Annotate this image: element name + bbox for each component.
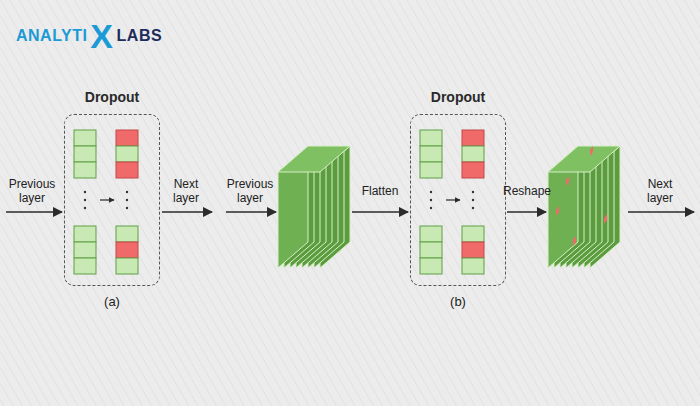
layer-label: Next layer xyxy=(161,177,211,205)
dropped-neuron xyxy=(116,162,138,178)
dropout-box: Dropout xyxy=(410,114,506,286)
neuron xyxy=(420,258,442,274)
ellipsis-dot xyxy=(472,199,474,201)
flow-arrow xyxy=(6,211,62,213)
box-heading: Dropout xyxy=(431,89,485,105)
neuron xyxy=(462,226,484,242)
neuron xyxy=(462,146,484,162)
neuron xyxy=(420,146,442,162)
stack-top xyxy=(278,146,350,172)
neuron xyxy=(116,146,138,162)
ellipsis-dot xyxy=(84,199,86,201)
mini-arrow xyxy=(446,199,460,200)
feature-map-stack xyxy=(548,146,620,268)
neuron xyxy=(420,226,442,242)
layer-label: Next layer xyxy=(634,177,686,205)
dropped-neuron xyxy=(116,242,138,258)
neuron xyxy=(74,226,96,242)
dropout-box: Dropout xyxy=(64,114,160,286)
dropped-neuron xyxy=(116,130,138,146)
flow-arrow xyxy=(507,211,546,213)
flow-arrow xyxy=(628,211,694,213)
neuron xyxy=(74,146,96,162)
ellipsis-dot xyxy=(430,191,432,193)
feature-map-stack xyxy=(278,146,350,268)
neuron xyxy=(116,258,138,274)
neuron xyxy=(420,242,442,258)
neuron xyxy=(462,258,484,274)
dropped-neuron xyxy=(462,130,484,146)
logo-text: LABS xyxy=(117,27,163,45)
ellipsis-dot xyxy=(126,191,128,193)
dropped-neuron xyxy=(462,162,484,178)
dropped-value xyxy=(573,236,576,246)
neuron-column xyxy=(116,130,138,274)
neuron xyxy=(74,258,96,274)
logo-text: ANALYTI xyxy=(16,27,87,45)
dropped-value xyxy=(590,146,593,156)
neuron xyxy=(420,130,442,146)
flow-arrow xyxy=(162,211,212,213)
neuron xyxy=(116,226,138,242)
neuron xyxy=(74,242,96,258)
dropped-value xyxy=(556,206,559,216)
layer-label: Previous layer xyxy=(4,177,60,205)
dropped-value xyxy=(566,176,569,186)
operation-label: Flatten xyxy=(352,184,408,198)
ellipsis-dot xyxy=(84,207,86,209)
ellipsis-dot xyxy=(126,207,128,209)
logo: ANALYTIXLABS xyxy=(16,18,165,54)
neuron-column xyxy=(420,130,442,274)
ellipsis-dot xyxy=(472,191,474,193)
stack-top xyxy=(548,146,620,172)
neuron xyxy=(74,162,96,178)
box-heading: Dropout xyxy=(85,89,139,105)
neuron xyxy=(74,130,96,146)
subfigure-label: (b) xyxy=(438,294,478,309)
dropped-value xyxy=(604,214,607,224)
mini-arrow xyxy=(100,199,114,200)
ellipsis-dot xyxy=(126,199,128,201)
neuron-column xyxy=(462,130,484,274)
subfigure-label: (a) xyxy=(92,294,132,309)
ellipsis-dot xyxy=(430,199,432,201)
dropped-neuron xyxy=(462,242,484,258)
layer-label: Previous layer xyxy=(222,177,278,205)
operation-label: Reshape xyxy=(501,184,553,198)
flow-arrow xyxy=(226,211,276,213)
logo-mark: X xyxy=(90,18,113,54)
flow-arrow xyxy=(352,211,408,213)
ellipsis-dot xyxy=(430,207,432,209)
neuron xyxy=(420,162,442,178)
ellipsis-dot xyxy=(84,191,86,193)
neuron-column xyxy=(74,130,96,274)
ellipsis-dot xyxy=(472,207,474,209)
